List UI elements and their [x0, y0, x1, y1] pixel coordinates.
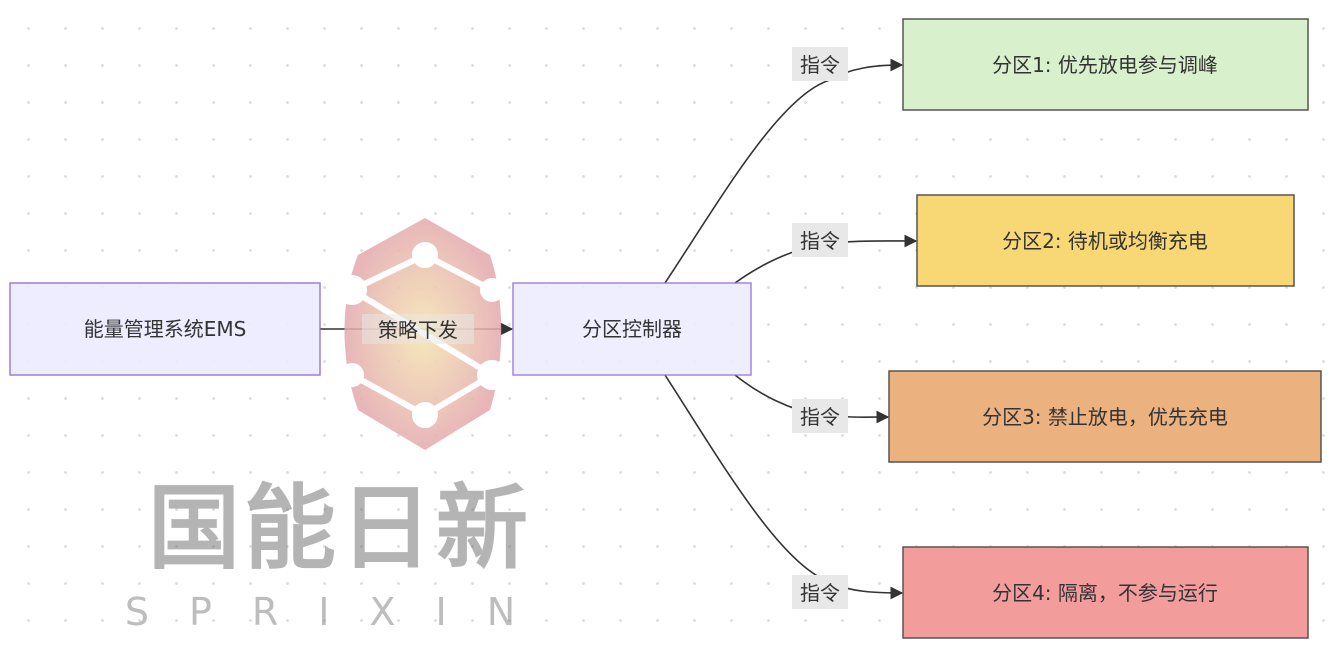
edge-label-strategy-text: 策略下发: [378, 318, 458, 342]
node-zone3-label: 分区3: 禁止放电，优先充电: [982, 405, 1228, 429]
node-zone4-label: 分区4: 隔离，不参与运行: [992, 581, 1218, 605]
node-zone1[interactable]: 分区1: 优先放电参与调峰: [902, 18, 1309, 111]
edge-label-zone2: 指令: [800, 229, 840, 253]
node-zone1-label: 分区1: 优先放电参与调峰: [992, 53, 1218, 77]
node-zone3[interactable]: 分区3: 禁止放电，优先充电: [888, 370, 1322, 463]
node-zone2[interactable]: 分区2: 待机或均衡充电: [916, 194, 1295, 287]
node-controller[interactable]: 分区控制器: [512, 282, 752, 376]
edge-zone4: [664, 374, 904, 600]
edge-labels-command: 指令 指令 指令 指令: [792, 47, 848, 609]
edge-label-zone1: 指令: [800, 53, 840, 77]
node-controller-label: 分区控制器: [582, 317, 682, 341]
watermark-text: 国能日新 SPRIXIN: [125, 475, 555, 634]
edge-label-strategy: 策略下发: [362, 314, 474, 344]
edge-label-zone3: 指令: [800, 405, 840, 429]
edge-zone1: [664, 58, 904, 284]
node-zone4[interactable]: 分区4: 隔离，不参与运行: [902, 546, 1309, 639]
edge-label-zone4: 指令: [800, 581, 840, 605]
watermark-en: SPRIXIN: [125, 590, 555, 634]
node-ems-label: 能量管理系统EMS: [84, 317, 247, 341]
node-zone2-label: 分区2: 待机或均衡充电: [1002, 229, 1208, 253]
node-ems[interactable]: 能量管理系统EMS: [9, 282, 321, 376]
watermark-cn: 国能日新: [148, 475, 532, 582]
